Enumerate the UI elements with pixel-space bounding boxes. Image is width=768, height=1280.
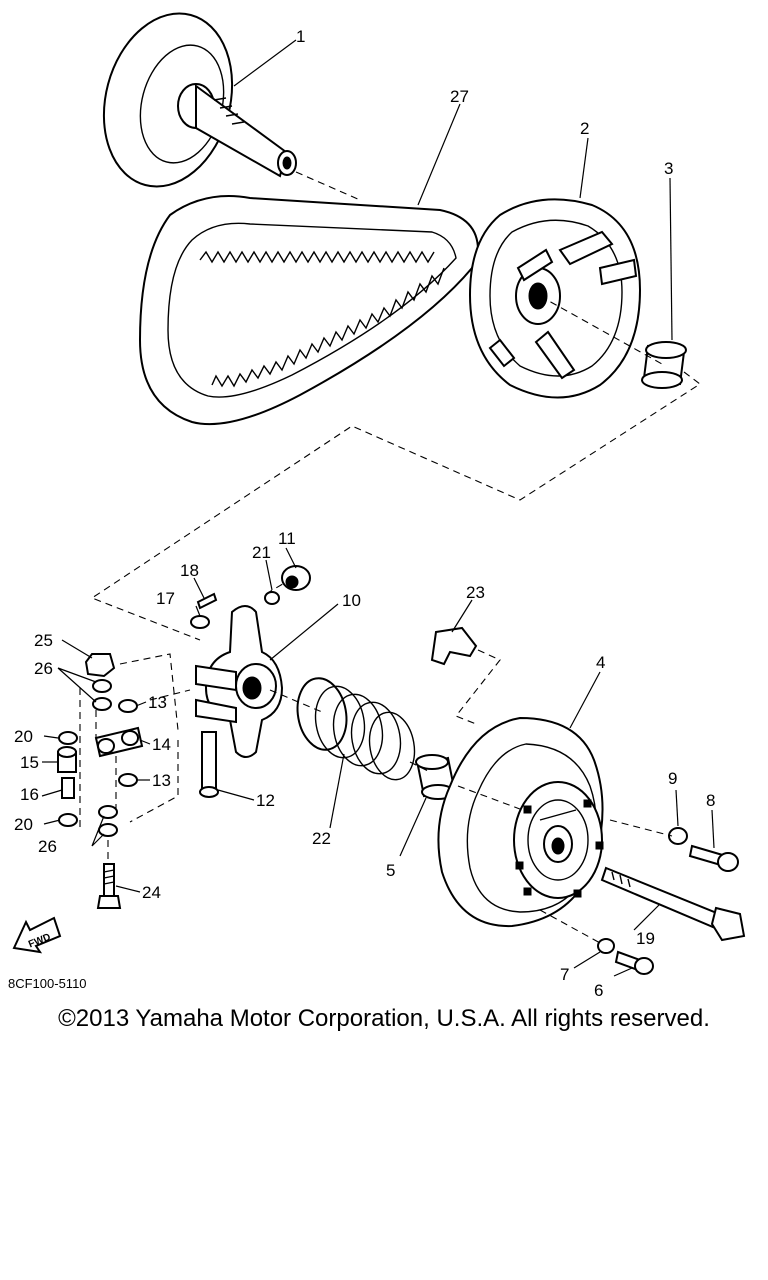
spring-22 <box>296 677 416 781</box>
bracket-23 <box>430 626 478 666</box>
assembly-lines <box>79 171 701 945</box>
callout-21: 21 <box>252 543 271 562</box>
washer-18 <box>190 615 210 629</box>
callout-26-upper: 26 <box>34 659 53 678</box>
cap-11 <box>281 565 311 591</box>
callout-17: 19 <box>636 929 655 948</box>
callout-5: 5 <box>386 861 395 880</box>
callout-16: 16 <box>20 785 39 804</box>
callout-1: 1 <box>296 27 305 46</box>
callout-12: 12 <box>256 791 275 810</box>
callout-labels: 1 27 2 3 11 21 18 17 10 23 4 25 26 13 20… <box>14 27 715 1000</box>
callout-14: 14 <box>152 735 171 754</box>
callout-20-lower: 20 <box>14 815 33 834</box>
callout-18: 17 <box>156 589 175 608</box>
callout-6: 6 <box>594 981 603 1000</box>
hardware-right <box>597 827 746 975</box>
callout-13-upper: 13 <box>148 693 167 712</box>
drive-belt <box>138 195 480 426</box>
parts-diagram: 1 27 2 3 11 21 18 17 10 23 4 25 26 13 20… <box>8 12 746 1000</box>
fwd-arrow-icon: FWD <box>12 916 62 954</box>
callout-25: 25 <box>34 631 53 650</box>
small-parts-left <box>57 653 144 909</box>
bushing-3 <box>641 341 687 389</box>
movable-sheave <box>437 716 604 928</box>
callout-4: 4 <box>596 653 605 672</box>
pin-19 <box>196 592 218 610</box>
callout-27: 27 <box>450 87 469 106</box>
callout-10: 10 <box>342 591 361 610</box>
callout-19: 18 <box>180 561 199 580</box>
callout-13-lower: 13 <box>152 771 171 790</box>
callout-7: 7 <box>560 965 569 984</box>
callout-26-lower: 26 <box>38 837 57 856</box>
callout-2: 2 <box>580 119 589 138</box>
copyright-notice: ©2013 Yamaha Motor Corporation, U.S.A. A… <box>58 1005 710 1032</box>
callout-22: 22 <box>312 829 331 848</box>
callout-3: 3 <box>664 159 673 178</box>
callout-9: 9 <box>668 769 677 788</box>
callout-23: 23 <box>466 583 485 602</box>
pin-12 <box>199 731 219 798</box>
spider-hub <box>195 605 284 758</box>
fixed-sheave <box>102 12 297 188</box>
callout-8: 8 <box>706 791 715 810</box>
callout-15: 15 <box>20 753 39 772</box>
callout-24: 24 <box>142 883 161 902</box>
washer-21 <box>264 591 280 605</box>
secondary-cam <box>468 198 642 399</box>
leader-lines <box>41 39 715 977</box>
callout-20-upper: 20 <box>14 727 33 746</box>
callout-11: 11 <box>278 529 296 548</box>
drawing-code: 8CF100-5110 <box>8 976 87 991</box>
